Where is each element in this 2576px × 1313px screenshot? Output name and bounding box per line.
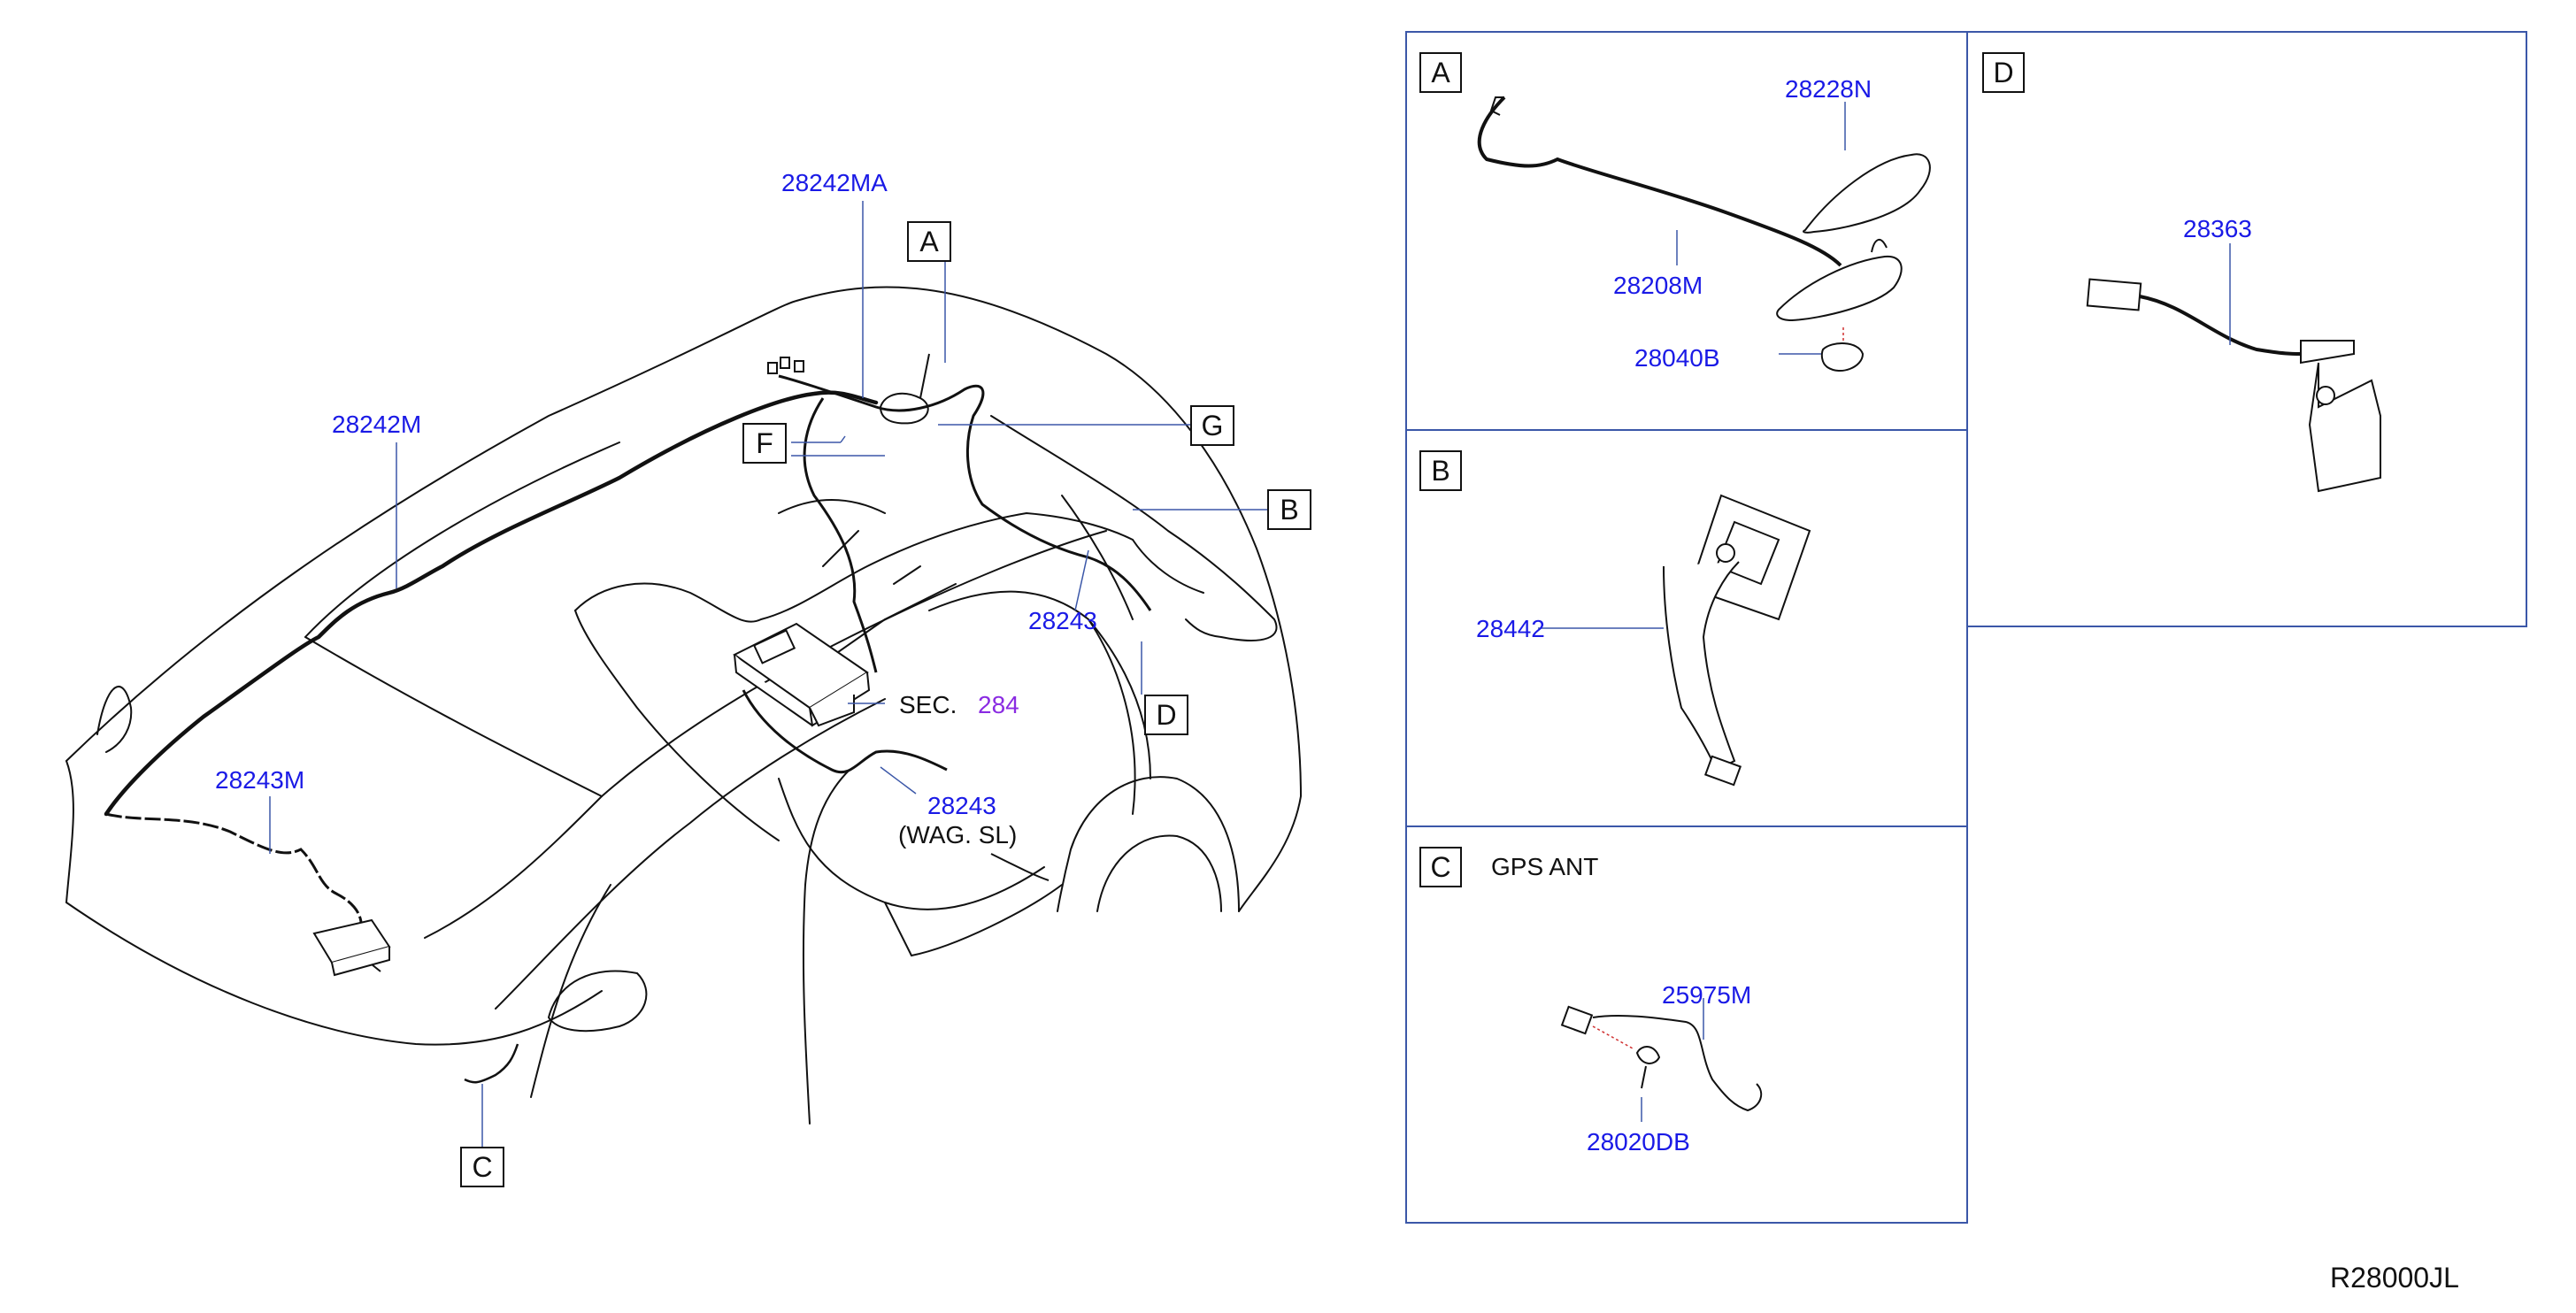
callout-f[interactable]: F: [742, 423, 787, 464]
callout-c[interactable]: C: [460, 1147, 504, 1187]
part-28208M[interactable]: 28208M: [1613, 272, 1703, 299]
detail-panel-c: C: [1405, 825, 1968, 1224]
panel-b-tag: B: [1419, 450, 1462, 491]
detail-panel-d: D: [1966, 31, 2527, 627]
part-28243-upper[interactable]: 28243: [1028, 607, 1097, 634]
part-28243-lower[interactable]: 28243: [927, 792, 996, 819]
callout-b[interactable]: B: [1267, 489, 1311, 530]
section-link-284[interactable]: 284: [978, 691, 1019, 718]
part-28242MA[interactable]: 28242MA: [781, 169, 888, 196]
wagon-note: (WAG. SL): [898, 821, 1018, 848]
section-prefix: SEC.: [899, 691, 957, 718]
part-28363[interactable]: 28363: [2183, 215, 2252, 242]
part-28243M[interactable]: 28243M: [215, 766, 305, 794]
part-28040B[interactable]: 28040B: [1634, 344, 1720, 372]
panel-c-title: GPS ANT: [1491, 853, 1599, 880]
panel-a-tag: A: [1419, 52, 1462, 93]
callout-g[interactable]: G: [1190, 405, 1234, 446]
panel-c-tag: C: [1419, 847, 1462, 887]
callout-d[interactable]: D: [1144, 695, 1188, 735]
part-28242M[interactable]: 28242M: [332, 411, 422, 438]
diagram-code: R28000JL: [2330, 1262, 2459, 1294]
part-25975M[interactable]: 25975M: [1662, 981, 1752, 1009]
part-28228N[interactable]: 28228N: [1785, 75, 1872, 103]
part-28020DB[interactable]: 28020DB: [1587, 1128, 1690, 1156]
panel-d-tag: D: [1982, 52, 2025, 93]
callout-a[interactable]: A: [907, 221, 951, 262]
part-28442[interactable]: 28442: [1476, 615, 1545, 642]
